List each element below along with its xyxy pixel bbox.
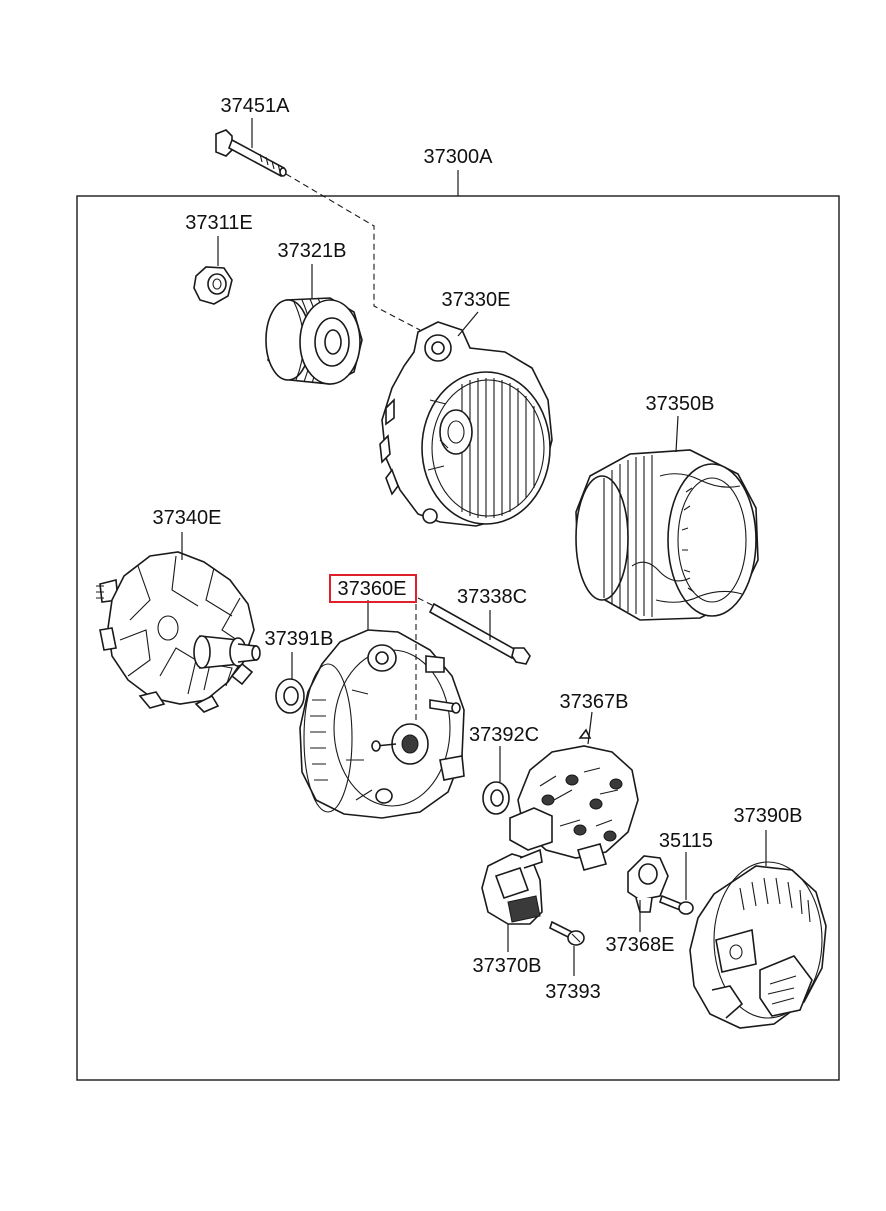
rear-bracket-label[interactable]: 37360E <box>338 578 407 600</box>
front-bracket-leader <box>457 311 479 337</box>
rear-bearing-cover-label[interactable]: 37392C <box>469 724 539 746</box>
rectifier-leader <box>587 711 593 745</box>
rectifier-label[interactable]: 37367B <box>560 691 629 713</box>
bolt-dash-path <box>285 173 421 331</box>
screw-part[interactable] <box>659 894 694 915</box>
bolt-label[interactable]: 37451A <box>221 95 291 117</box>
assembly-label[interactable]: 37300A <box>424 146 494 168</box>
regulator-label[interactable]: 37370B <box>473 955 542 977</box>
front-bearing-cover-part[interactable] <box>275 678 305 714</box>
regulator-part[interactable] <box>481 848 543 925</box>
through-bolt-dash <box>417 597 435 607</box>
bolt-part[interactable] <box>215 129 287 178</box>
through-bolt-part[interactable] <box>428 602 531 665</box>
rotor-label[interactable]: 37340E <box>153 507 222 529</box>
stator-leader <box>675 415 679 453</box>
stator-part[interactable] <box>575 449 759 621</box>
terminal-holder-label[interactable]: 37368E <box>606 934 675 956</box>
stator-label[interactable]: 37350B <box>646 393 715 415</box>
rotor-part[interactable] <box>96 551 261 713</box>
rectifier-part[interactable] <box>509 728 639 871</box>
front-bracket-label[interactable]: 37330E <box>442 289 511 311</box>
front-bearing-cover-label[interactable]: 37391B <box>265 628 334 650</box>
pulley-label[interactable]: 37321B <box>278 240 347 262</box>
rear-bracket-highlight-box <box>329 574 417 603</box>
pulley-part[interactable] <box>265 297 363 385</box>
rear-cover-part[interactable] <box>689 861 827 1029</box>
regulator-screw-label[interactable]: 37393 <box>545 981 601 1003</box>
nut-part[interactable] <box>193 266 233 305</box>
rear-cover-label[interactable]: 37390B <box>734 805 803 827</box>
nut-label[interactable]: 37311E <box>185 212 252 234</box>
terminal-holder-part[interactable] <box>627 855 669 913</box>
rear-bearing-cover-part[interactable] <box>482 781 510 815</box>
front-bracket-part[interactable] <box>379 321 553 527</box>
through-bolt-label[interactable]: 37338C <box>457 586 527 608</box>
rear-bracket-part[interactable] <box>299 629 465 819</box>
screw-label[interactable]: 35115 <box>659 830 713 852</box>
regulator-screw-part[interactable] <box>549 920 585 946</box>
